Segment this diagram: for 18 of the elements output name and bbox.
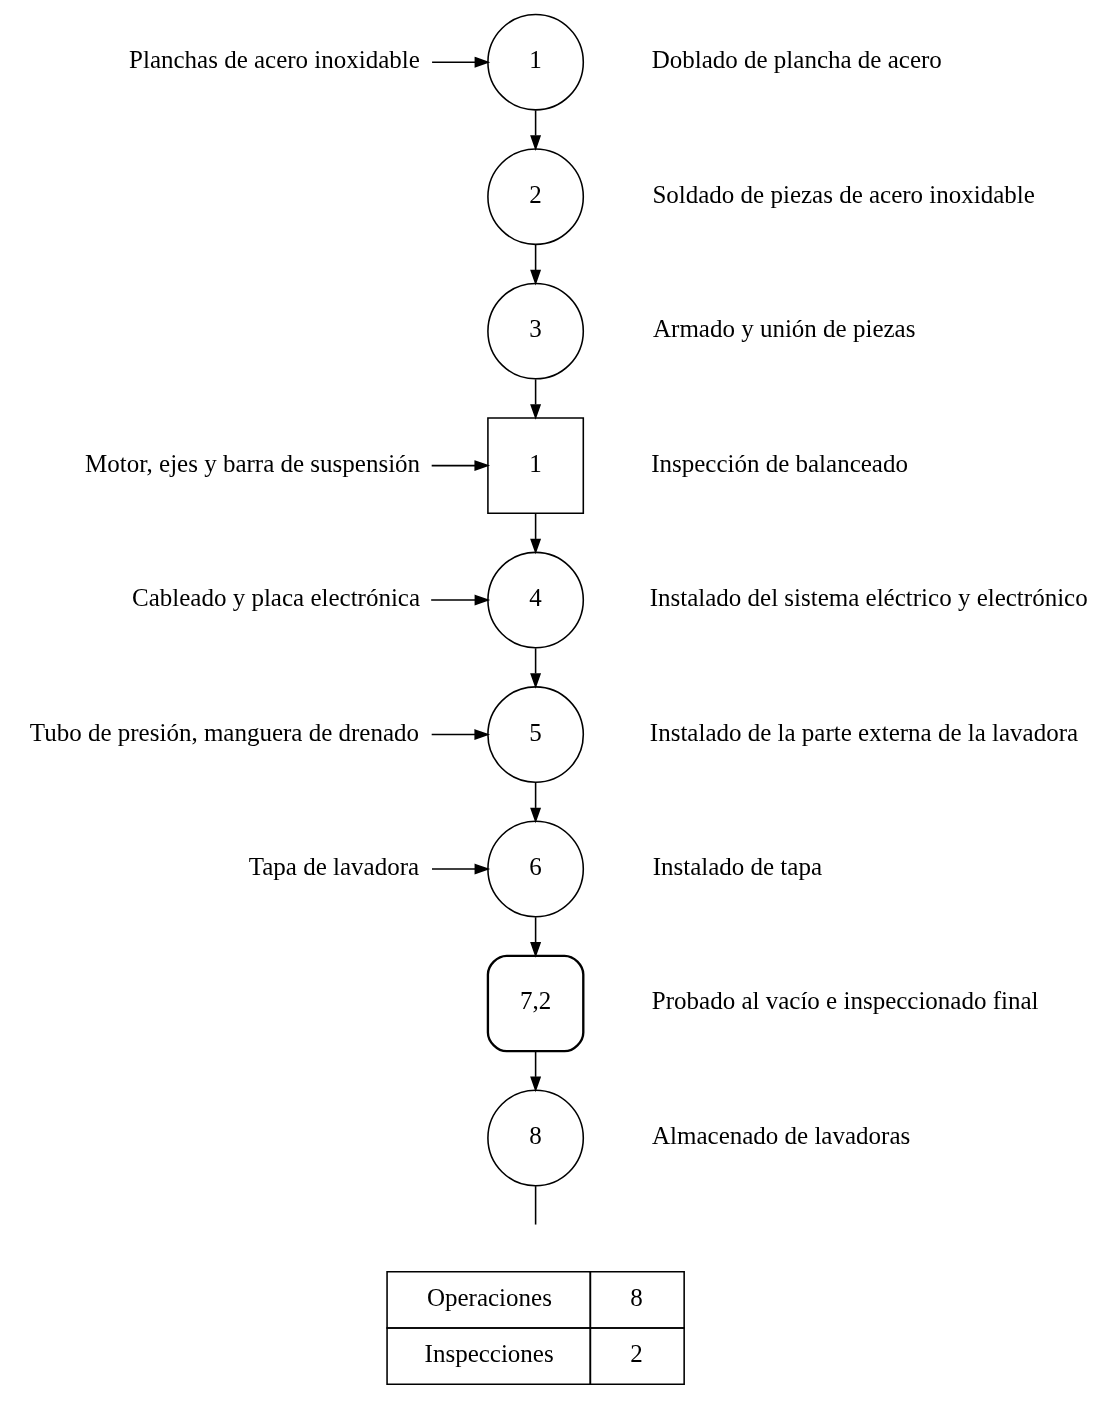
node-text: Motor, ejes y barra de suspensión [85,449,421,477]
label: 8 [630,1283,643,1311]
node-text: Planchas de acero inoxidable [129,46,420,74]
node-label: Probado al vacío e inspeccionado final [651,987,1039,1015]
node-label: Soldado de piezas de acero inoxidable [652,180,1035,208]
node-label: Instalado de la parte externa de la lavadora [649,718,1079,746]
node-label: Instalado de tapa [652,852,823,880]
node-label: Almacenado de lavadoras [651,1121,911,1149]
node-label: Inspección de balanceado [651,449,908,477]
label: Operaciones [426,1283,552,1311]
node-text: Tapa de lavadora [248,852,420,880]
label: Inspecciones [424,1340,554,1368]
node-label: Armado y unión de piezas [653,315,916,343]
node-text: Tubo de presión, manguera de drenado [29,718,420,746]
label: 2 [630,1340,643,1368]
node-label: Instalado del sistema eléctrico y electrónico [649,584,1088,612]
node-text: Cableado y placa electrónica [132,584,421,612]
node-label: Doblado de plancha de acero [651,46,942,74]
